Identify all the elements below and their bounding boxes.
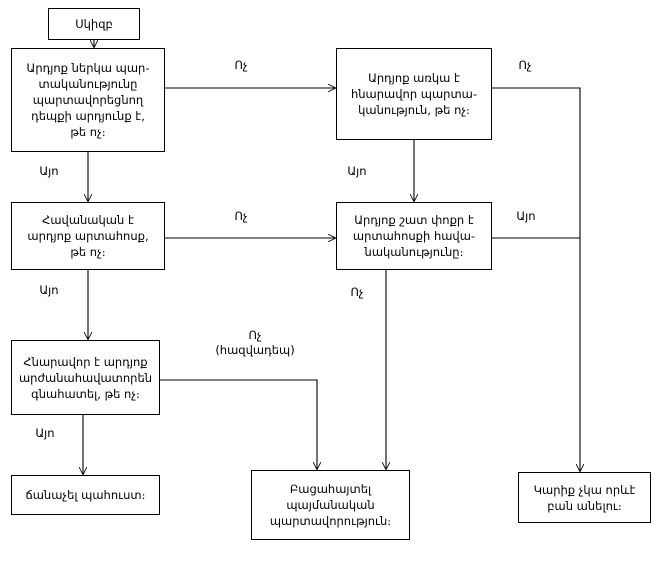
node-end-do-nothing-label: Կարիք չկա որևէ բան անելու։: [533, 482, 636, 513]
node-end-do-nothing[interactable]: Կարիք չկա որևէ բան անելու։: [518, 472, 651, 523]
edge-q5-no-to-end-disclose: [160, 379, 317, 469]
edge-label-q3-no: Ոչ: [234, 209, 248, 223]
edge-label-q1-yes: Այո: [39, 164, 59, 178]
node-end-disclose-contingent-liability-label: Բացահայտել պայմանական պարտավորություն։: [269, 482, 392, 528]
edge-label-q3-yes: Այո: [39, 283, 59, 297]
node-end-disclose-contingent-liability[interactable]: Բացահայտել պայմանական պարտավորություն։: [251, 470, 410, 540]
node-decision-remote-outflow-label: Արդյոք շատ փոքր է արտահոսքի հավա- նականո…: [352, 213, 476, 259]
edge-q2-no-to-end-nothing: [492, 87, 580, 471]
node-decision-possible-obligation-label: Արդյոք առկա է հնարավոր պարտա- կանություն…: [350, 71, 478, 117]
node-decision-reliable-estimate[interactable]: Հնարավոր է արդյոք արժանահավատորեն գնահատ…: [11, 340, 160, 415]
node-decision-reliable-estimate-label: Հնարավոր է արդյոք արժանահավատորեն գնահատ…: [18, 354, 153, 401]
edge-label-q2-yes: Այո: [347, 164, 367, 178]
node-decision-probable-outflow[interactable]: Հավանական է արդյոք արտահոսք, թե ոչ։: [11, 202, 165, 270]
node-decision-remote-outflow[interactable]: Արդյոք շատ փոքր է արտահոսքի հավա- նականո…: [336, 202, 492, 270]
node-start-label: Սկիզբ: [75, 17, 113, 31]
node-decision-probable-outflow-label: Հավանական է արդյոք արտահոսք, թե ոչ։: [27, 213, 149, 259]
edge-label-q2-no: Ոչ: [518, 58, 532, 72]
edge-label-q1-no: Ոչ: [234, 58, 248, 72]
edge-label-q4-no: Ոչ: [350, 285, 364, 299]
edge-label-q5-no: Ոչ (հազվադեպ): [215, 328, 295, 357]
node-start[interactable]: Սկիզբ: [48, 8, 140, 40]
node-decision-possible-obligation[interactable]: Արդյոք առկա է հնարավոր պարտա- կանություն…: [336, 48, 492, 140]
node-decision-present-obligation[interactable]: Արդյոք ներկա պար- տականությունը պարտավոր…: [11, 48, 165, 152]
edge-label-q5-yes: Այո: [35, 426, 55, 440]
edge-label-q4-yes: Այո: [516, 209, 536, 223]
node-end-recognize-provision[interactable]: ճանաչել պահուստ։: [11, 475, 160, 515]
node-end-recognize-provision-label: ճանաչել պահուստ։: [25, 488, 146, 502]
node-decision-present-obligation-label: Արդյոք ներկա պար- տականությունը պարտավոր…: [26, 61, 150, 139]
